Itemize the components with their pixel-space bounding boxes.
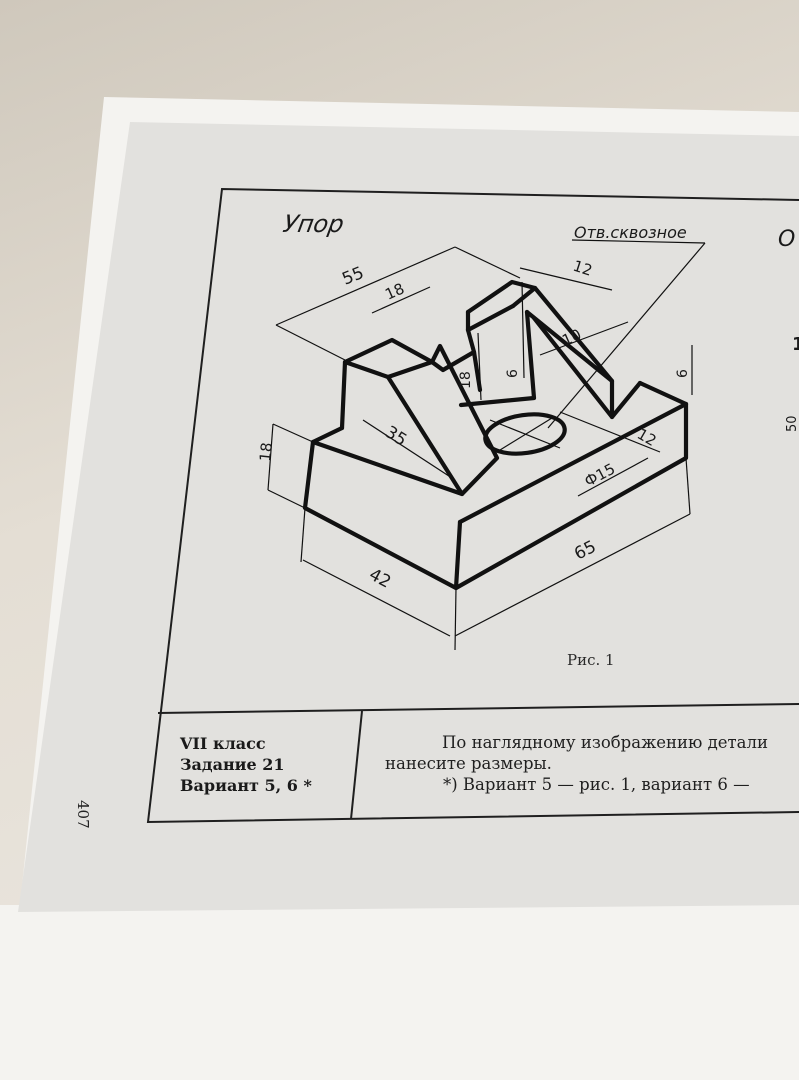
through-hole-note: Отв.сквозное [574, 223, 687, 242]
title-block-top [157, 703, 799, 714]
instruction-line-3: *) Вариант 5 — рис. 1, вариант 6 — [443, 775, 750, 794]
dim-12-line [519, 267, 613, 291]
assignment-info: VII класс Задание 21 Вариант 5, 6 * [180, 733, 312, 796]
note-leader [547, 242, 706, 429]
dim-55-ext2 [454, 246, 521, 279]
page-number: 407 [74, 800, 92, 829]
isometric-part [267, 239, 706, 651]
base-top-front [457, 401, 689, 525]
dim-18top-line [371, 286, 431, 314]
dim-15-line [577, 457, 649, 497]
through-hole [483, 412, 567, 456]
slot-left [429, 349, 483, 393]
dim-18-left-ext2 [267, 489, 306, 509]
base-top-back [637, 380, 689, 407]
left-rib-edge [385, 374, 465, 497]
drawing-frame [146, 187, 799, 824]
left-rib-top [342, 359, 391, 380]
left-rib [310, 337, 500, 497]
dim-65-ext [454, 587, 457, 651]
left-rib-top2 [385, 359, 435, 380]
instruction-line-1: По наглядному изображению детали [442, 733, 768, 752]
dim-slot-6 [521, 281, 525, 379]
right-rib [458, 309, 537, 408]
task-label: Задание 21 [180, 755, 285, 774]
dim-18-left-ext [272, 423, 314, 443]
base-front-left [302, 439, 463, 591]
dim-10-line [539, 321, 629, 356]
slot-right [465, 327, 477, 355]
grade-label: VII класс [180, 734, 266, 753]
dim-6-slot-text: 6 [505, 369, 521, 378]
base-top-left [310, 425, 345, 445]
back-wall [465, 279, 615, 384]
figure-caption: Рис. 1 [567, 651, 615, 669]
dim-35-line [362, 419, 456, 481]
note-underline [571, 239, 706, 244]
dim-65-line [454, 513, 691, 637]
dim-42-line [302, 559, 451, 637]
task-instructions: По наглядному изображению детали нанесит… [385, 732, 799, 795]
right-rib-edge [531, 315, 615, 420]
edge-number: 50 [785, 415, 799, 432]
dim-55-line [275, 246, 456, 326]
right-rib-slope [524, 309, 643, 420]
dim-6-right-text: 6 [675, 369, 691, 378]
hole-centerline-2 [499, 417, 553, 451]
dim-slot-18 [477, 332, 482, 401]
edge-letter: О [778, 227, 795, 252]
instruction-line-2: нанесите размеры. [385, 754, 552, 773]
dim-55-ext1 [275, 324, 346, 361]
back-wall-side [510, 285, 538, 309]
dim-12-top-text: 12 [571, 257, 595, 280]
variant-label: Вариант 5, 6 * [180, 776, 312, 795]
dim-18-slot-text: 18 [458, 371, 474, 389]
title-block-divider [350, 710, 363, 820]
dim-18-left-text: 18 [256, 442, 276, 463]
printed-area [18, 122, 799, 912]
dim-42-ext [300, 507, 306, 563]
dim-18-left [267, 423, 274, 491]
back-wall-top [465, 303, 516, 333]
dim-12-hole [559, 411, 661, 453]
drawing-title: Упор [281, 210, 346, 238]
edge-digit: 1 [792, 334, 799, 355]
dim-65-ext2 [685, 457, 691, 515]
